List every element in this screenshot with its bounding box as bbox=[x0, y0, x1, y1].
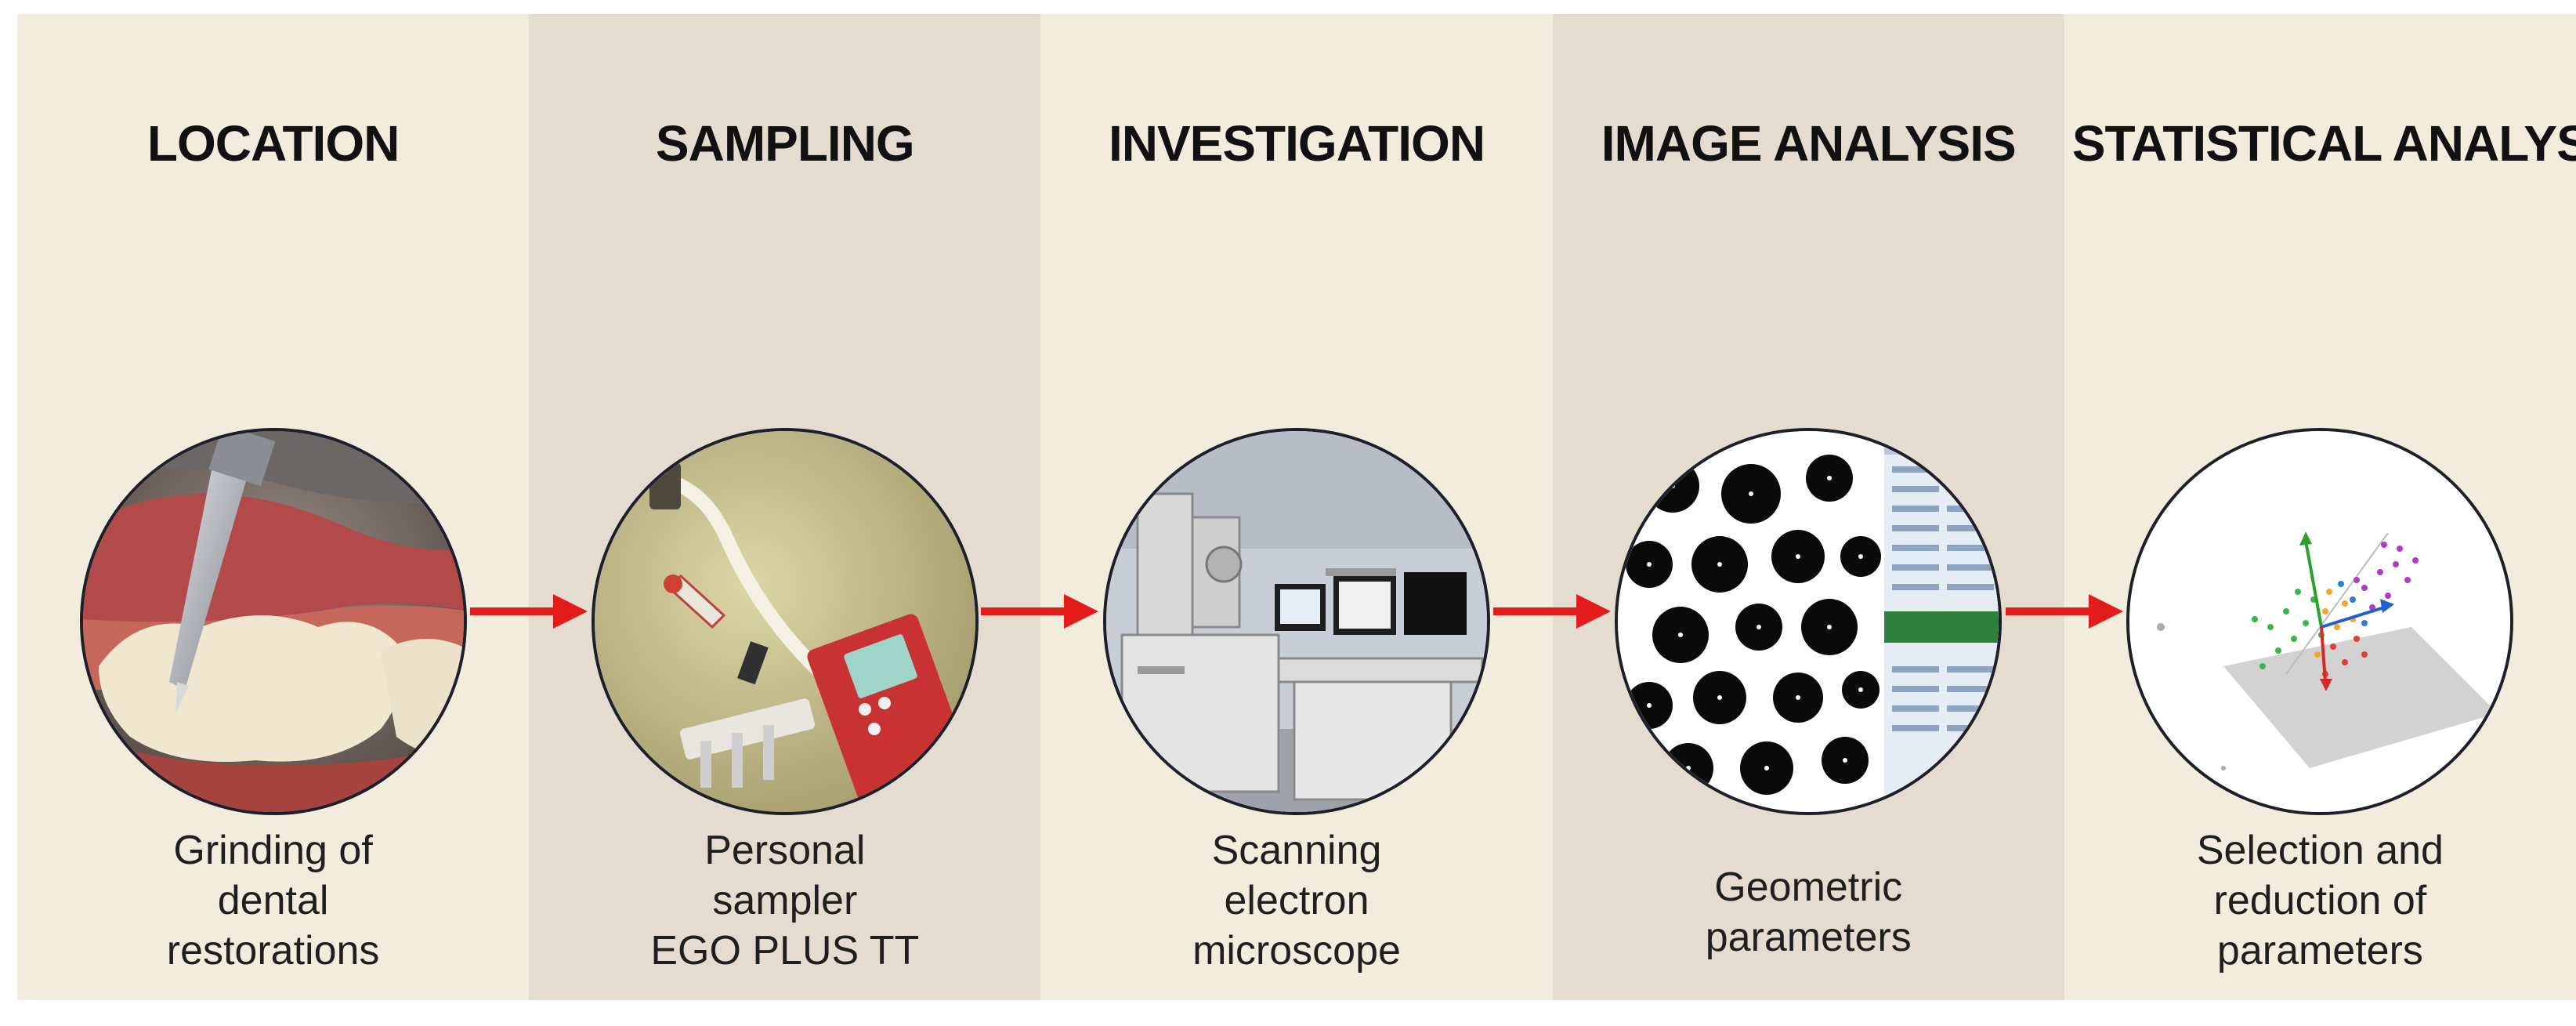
caption-line: Personal bbox=[704, 828, 866, 873]
arrow-right-icon bbox=[981, 594, 1098, 629]
arrow-right-icon bbox=[470, 594, 588, 629]
caption-line: EGO PLUS TT bbox=[650, 928, 920, 973]
arrow-right-icon bbox=[2006, 594, 2123, 629]
caption-line: parameters bbox=[2216, 928, 2423, 973]
caption-line: electron bbox=[1224, 878, 1369, 923]
arrow-right-icon bbox=[1493, 594, 1611, 629]
caption-line: restorations bbox=[166, 928, 380, 973]
step-title: SAMPLING bbox=[655, 115, 915, 172]
caption-line: Selection and bbox=[2196, 828, 2444, 873]
particle-analysis-image bbox=[1615, 428, 2003, 815]
caption-line: Grinding of bbox=[173, 828, 373, 873]
caption-line: microscope bbox=[1192, 928, 1401, 973]
step-sampling: SAMPLING bbox=[529, 14, 1041, 1000]
step-image-analysis: IMAGE ANALYSIS bbox=[1552, 14, 2064, 1000]
caption-line: Scanning bbox=[1211, 828, 1382, 873]
caption-line: parameters bbox=[1705, 915, 1912, 960]
scatter-plot-image bbox=[2126, 428, 2514, 815]
personal-sampler-image bbox=[591, 428, 979, 815]
step-caption: Grinding of dental restorations bbox=[17, 825, 529, 976]
step-caption: Geometric parameters bbox=[1553, 862, 2064, 963]
step-title: INVESTIGATION bbox=[1108, 115, 1485, 172]
step-caption: Scanning electron microscope bbox=[1040, 825, 1552, 976]
step-investigation: INVESTIGATION Scannin bbox=[1040, 14, 1553, 1000]
step-title: STATISTICAL ANALYSIS bbox=[2071, 115, 2576, 172]
step-title: IMAGE ANALYSIS bbox=[1601, 115, 2017, 172]
caption-line: Geometric bbox=[1714, 865, 1903, 910]
caption-line: dental bbox=[217, 878, 329, 923]
step-statistical-analysis: STATISTICAL ANALYSIS bbox=[2064, 14, 2576, 1000]
workflow-diagram: LOCATION bbox=[17, 14, 2576, 1000]
caption-line: sampler bbox=[712, 878, 858, 923]
sem-lab-image bbox=[1103, 428, 1490, 815]
step-caption: Personal sampler EGO PLUS TT bbox=[529, 825, 1040, 976]
step-caption: Selection and reduction of parameters bbox=[2064, 825, 2576, 976]
step-location: LOCATION bbox=[17, 14, 530, 1000]
caption-line: reduction of bbox=[2213, 878, 2427, 923]
dental-grinding-image bbox=[79, 428, 467, 815]
step-title: LOCATION bbox=[147, 115, 400, 172]
